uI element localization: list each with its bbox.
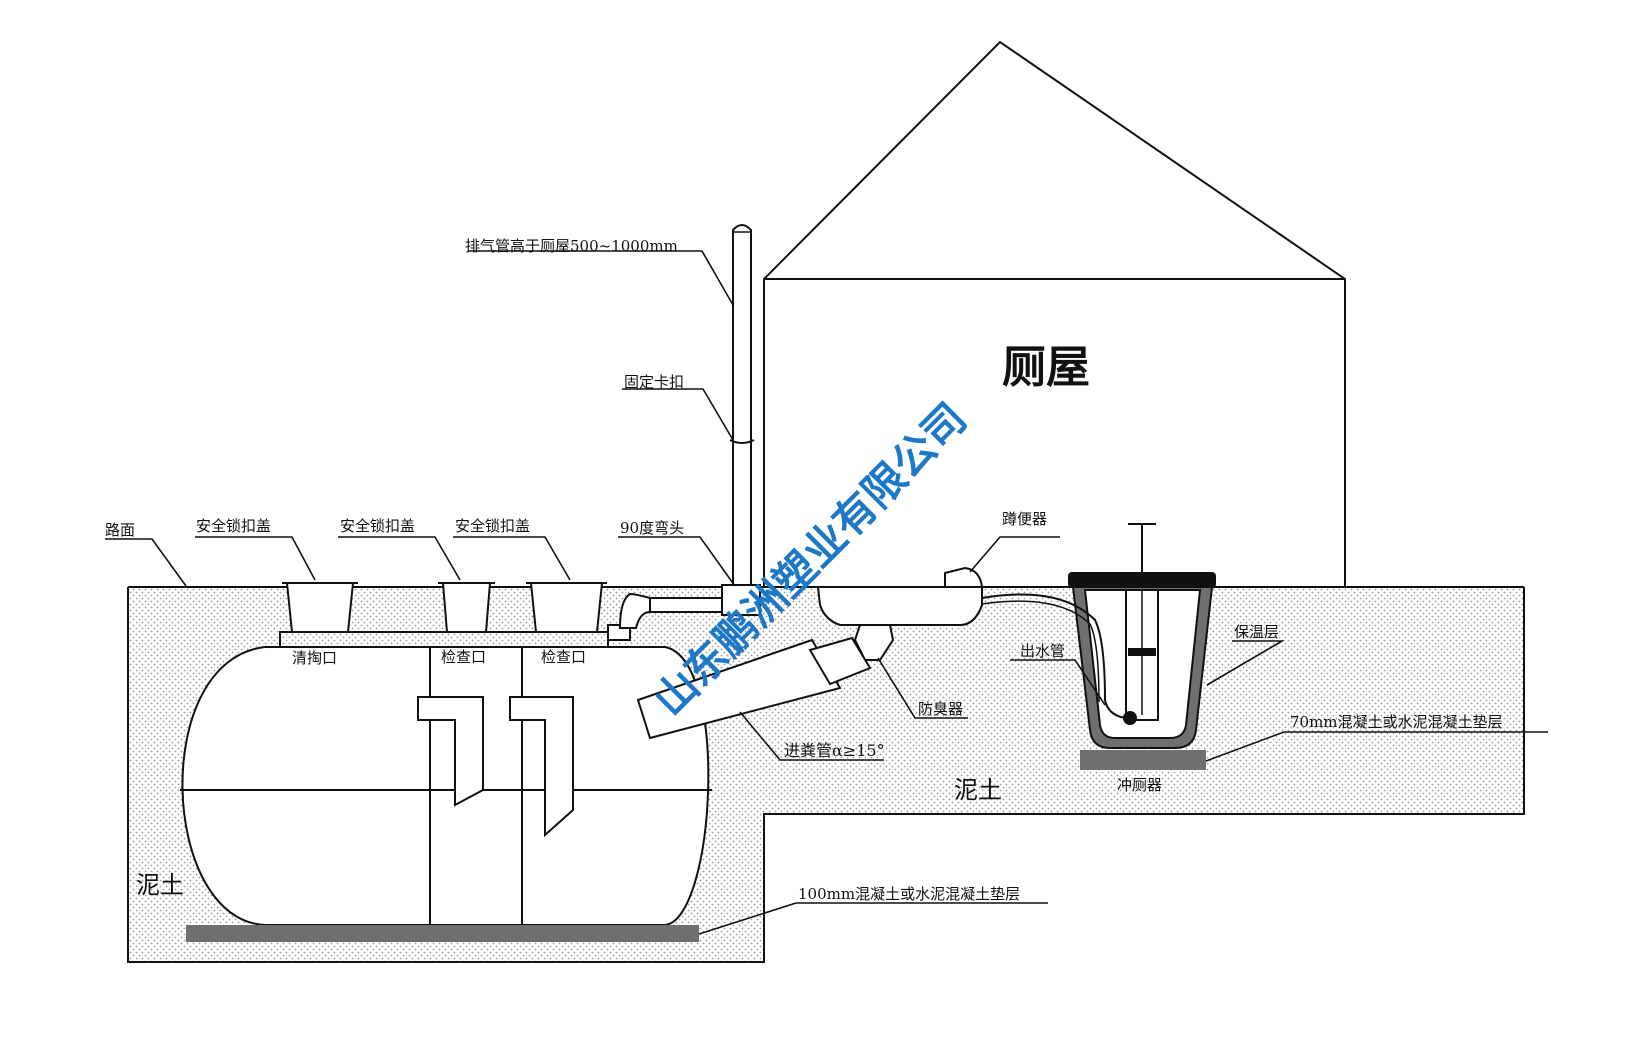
inlet-pipe-sleeve bbox=[808, 636, 872, 686]
inlet-pipe bbox=[636, 638, 842, 740]
flush-outlet-pipe-2 bbox=[981, 600, 1100, 703]
label-safety-cover-3: 安全锁扣盖 bbox=[455, 517, 530, 535]
squat-toilet bbox=[816, 586, 983, 626]
label-soil-right: 泥土 bbox=[954, 776, 1002, 804]
leader-vent-pipe bbox=[468, 250, 734, 306]
cleanout-riser bbox=[285, 582, 355, 633]
label-toilet-house: 厕屋 bbox=[1002, 342, 1090, 393]
label-squat-toilet: 蹲便器 bbox=[1002, 510, 1047, 528]
leader-fixing-clip bbox=[622, 388, 734, 441]
label-insulation-layer: 保温层 bbox=[1234, 623, 1279, 641]
label-fixing-clip: 固定卡扣 bbox=[624, 373, 684, 391]
label-elbow-90: 90度弯头 bbox=[620, 519, 684, 537]
label-outlet-pipe: 出水管 bbox=[1020, 642, 1065, 660]
leader-elbow bbox=[618, 536, 736, 587]
leader-odor bbox=[877, 657, 968, 719]
leader-safety-1 bbox=[195, 536, 316, 581]
leader-squat bbox=[969, 536, 1060, 573]
flush-outlet-pipe bbox=[981, 593, 1126, 719]
label-cleanout-port: 清掏口 bbox=[292, 649, 337, 667]
flusher-piston bbox=[1128, 648, 1156, 656]
outlet-valve bbox=[1123, 711, 1137, 725]
label-cushion-70: 70mm混凝土或水泥混凝土垫层 bbox=[1290, 713, 1503, 731]
leader-safety-2 bbox=[338, 536, 461, 581]
pipe-bend bbox=[618, 592, 651, 629]
concrete-cushion-70 bbox=[1080, 750, 1206, 770]
squat-toilet-rim bbox=[944, 566, 984, 588]
inspection-riser-1 bbox=[441, 582, 492, 633]
concrete-cushion-100 bbox=[186, 925, 699, 942]
leader-safety-3 bbox=[453, 536, 571, 581]
leader-cushion-100 bbox=[698, 902, 1048, 935]
soil-outline bbox=[127, 587, 1525, 963]
baffle-1 bbox=[417, 696, 484, 807]
flusher-lid bbox=[1068, 572, 1216, 588]
leader-inlet bbox=[739, 711, 884, 761]
label-soil-left: 泥土 bbox=[136, 871, 184, 899]
label-inlet-pipe: 进粪管α≥15° bbox=[784, 741, 885, 760]
label-cushion-100: 100mm混凝土或水泥混凝土垫层 bbox=[798, 885, 1020, 903]
label-safety-cover-1: 安全锁扣盖 bbox=[196, 517, 271, 535]
leader-road bbox=[105, 538, 187, 587]
label-flusher: 冲厕器 bbox=[1117, 776, 1162, 794]
label-vent-pipe: 排气管高于厕屋500~1000mm bbox=[465, 237, 678, 255]
leader-insulation bbox=[1206, 640, 1285, 686]
label-inspection-port-2: 检查口 bbox=[541, 648, 586, 666]
toilet-house-outline bbox=[763, 40, 1346, 587]
label-safety-cover-2: 安全锁扣盖 bbox=[340, 517, 415, 535]
label-road-surface: 路面 bbox=[105, 521, 135, 539]
leader-cushion-70 bbox=[1205, 731, 1548, 762]
fixing-clip-ring bbox=[729, 439, 755, 444]
vent-pipe bbox=[732, 224, 752, 591]
horizontal-pipe bbox=[649, 597, 723, 613]
septic-tank-body bbox=[181, 646, 710, 926]
baffle-2 bbox=[509, 696, 574, 838]
leader-outlet bbox=[1010, 659, 1106, 706]
label-inspection-port-1: 检查口 bbox=[441, 648, 486, 666]
label-odor-trap: 防臭器 bbox=[918, 700, 963, 718]
inspection-riser-2 bbox=[529, 582, 604, 633]
